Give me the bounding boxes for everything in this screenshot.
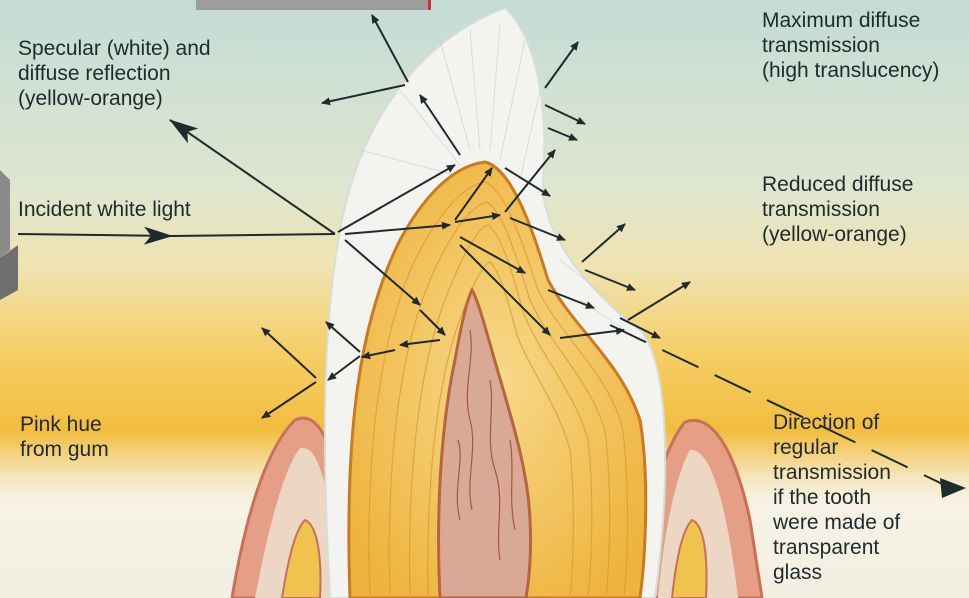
label-regular-transmission: Direction of regular transmission if the… [773, 410, 900, 585]
label-pink-hue: Pink hue from gum [20, 412, 109, 462]
label-specular-reflection: Specular (white) and diffuse reflection … [18, 36, 211, 111]
label-incident-light: Incident white light [18, 197, 191, 222]
color-swatch-strip [196, 0, 431, 10]
left-edge-tab [0, 170, 10, 258]
label-max-diffuse: Maximum diffuse transmission (high trans… [762, 8, 939, 83]
label-reduced-diffuse: Reduced diffuse transmission (yellow-ora… [762, 172, 913, 247]
